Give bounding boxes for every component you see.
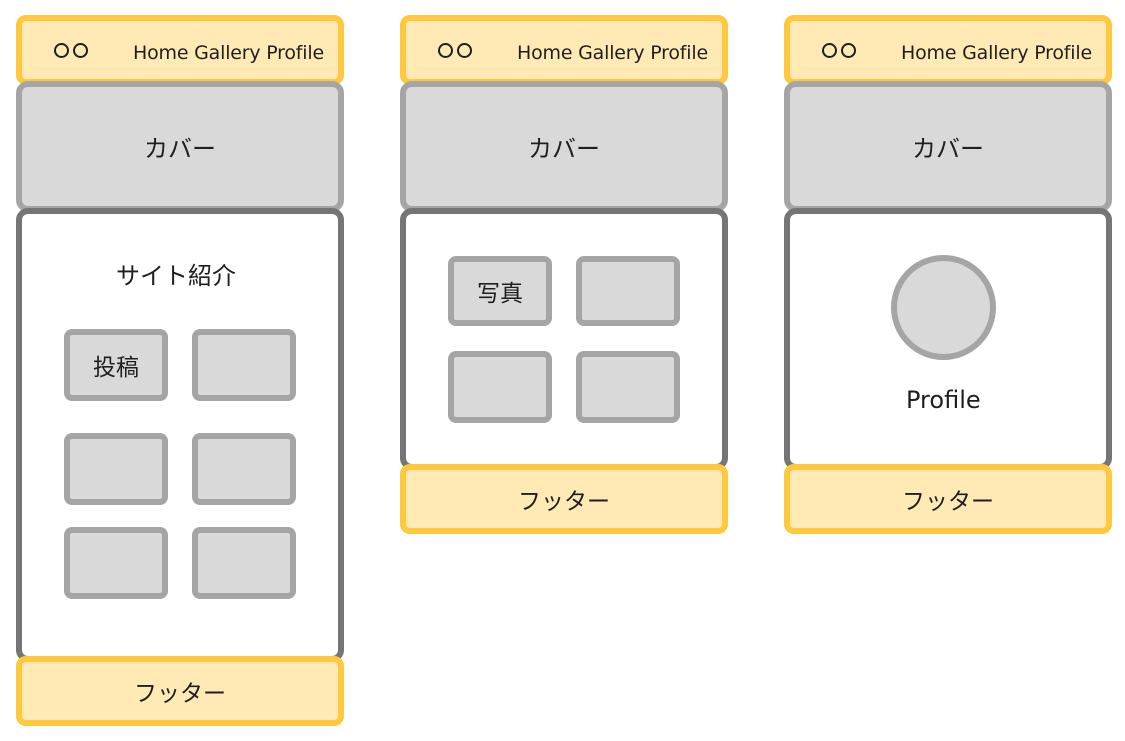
- photo-thumb-placeholder: [576, 256, 680, 326]
- photo-thumb-placeholder: [576, 351, 680, 423]
- header-nav: Home Gallery Profile: [901, 42, 1092, 64]
- photo-thumb: 写真: [448, 256, 552, 326]
- post-thumb-placeholder: [64, 527, 168, 599]
- gallery-content: [400, 208, 728, 470]
- home-footer: フッター: [16, 656, 344, 726]
- gallery-header: Home Gallery Profile: [400, 15, 728, 85]
- photo-thumb-placeholder: [448, 351, 552, 423]
- home-header: Home Gallery Profile: [16, 15, 344, 85]
- profile-footer: フッター: [784, 464, 1112, 534]
- logo-icon: [822, 43, 856, 58]
- avatar-placeholder: [891, 255, 996, 360]
- site-intro-label: サイト紹介: [116, 262, 236, 290]
- post-thumb-placeholder: [192, 329, 296, 401]
- logo-icon: [54, 43, 88, 58]
- post-thumb-placeholder: [192, 433, 296, 505]
- gallery-cover: カバー: [400, 81, 728, 212]
- header-nav: Home Gallery Profile: [517, 42, 708, 64]
- logo-icon: [438, 43, 472, 58]
- profile-label: Profile: [906, 386, 981, 414]
- post-thumb: 投稿: [64, 329, 168, 401]
- profile-cover: カバー: [784, 81, 1112, 212]
- header-nav: Home Gallery Profile: [133, 42, 324, 64]
- post-thumb-placeholder: [64, 433, 168, 505]
- home-cover: カバー: [16, 81, 344, 212]
- gallery-footer: フッター: [400, 464, 728, 534]
- post-thumb-placeholder: [192, 527, 296, 599]
- profile-header: Home Gallery Profile: [784, 15, 1112, 85]
